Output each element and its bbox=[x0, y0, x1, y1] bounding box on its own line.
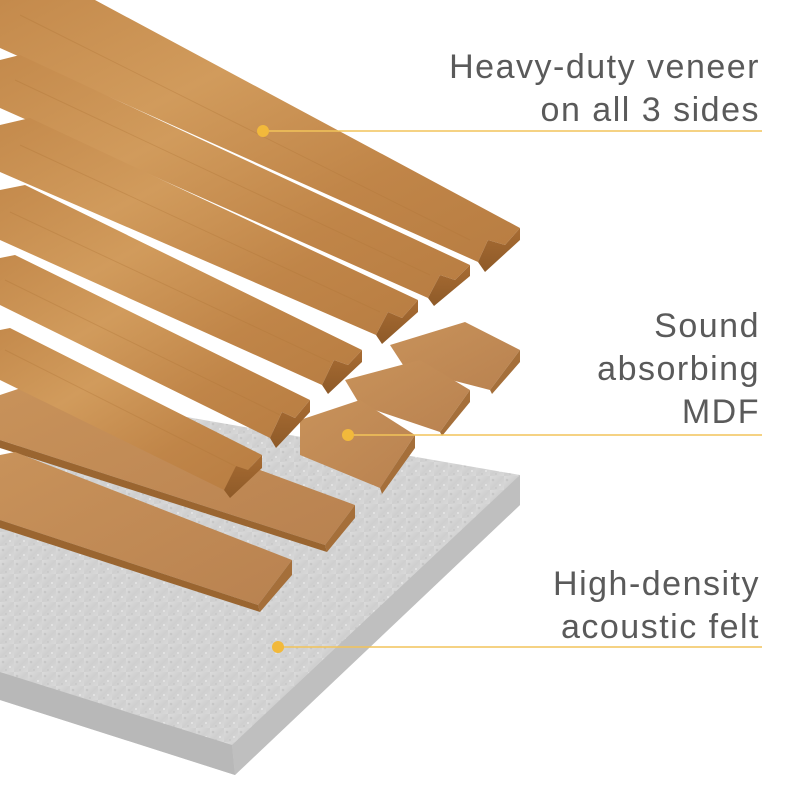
mdf-batten bbox=[300, 400, 415, 494]
mdf-callout-line3: MDF bbox=[681, 393, 760, 431]
mdf-callout: Sound absorbing MDF bbox=[597, 305, 760, 434]
veneer-callout: Heavy-duty veneer on all 3 sides bbox=[449, 46, 760, 132]
mdf-battens bbox=[0, 322, 520, 612]
veneer-slat bbox=[0, 328, 262, 498]
mdf-batten bbox=[0, 452, 292, 612]
mdf-callout-line1: Sound bbox=[654, 307, 760, 345]
veneer-callout-line2: on all 3 sides bbox=[540, 91, 760, 129]
felt-callout-line2: acoustic felt bbox=[560, 608, 760, 646]
leader-dot bbox=[342, 429, 354, 441]
felt-callout: High-density acoustic felt bbox=[553, 563, 760, 649]
mdf-batten bbox=[345, 360, 470, 436]
veneer-slat bbox=[0, 55, 470, 306]
leader-lines bbox=[257, 125, 762, 653]
veneer-slat bbox=[0, 118, 418, 344]
felt-callout-line1: High-density bbox=[553, 565, 760, 603]
veneer-callout-line1: Heavy-duty veneer bbox=[449, 48, 760, 86]
leader-dot bbox=[272, 641, 284, 653]
leader-dot bbox=[257, 125, 269, 137]
veneer-slat bbox=[0, 185, 362, 394]
veneer-slat bbox=[0, 255, 310, 448]
mdf-batten bbox=[390, 322, 520, 394]
mdf-callout-line2: absorbing bbox=[597, 350, 760, 388]
